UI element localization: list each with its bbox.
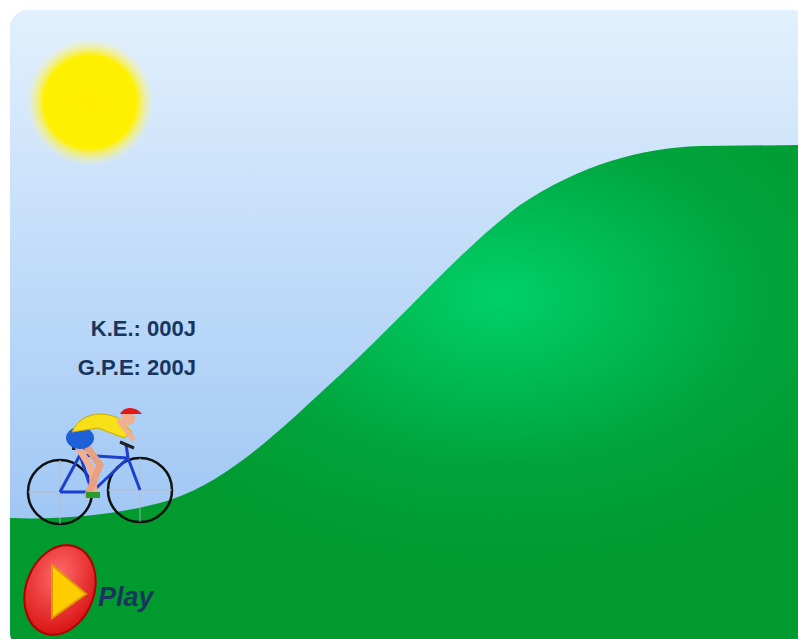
play-button-label: Play xyxy=(98,582,154,613)
kinetic-energy-readout: K.E.: 000J xyxy=(10,316,196,342)
potential-energy-readout: G.P.E: 200J xyxy=(10,355,196,381)
